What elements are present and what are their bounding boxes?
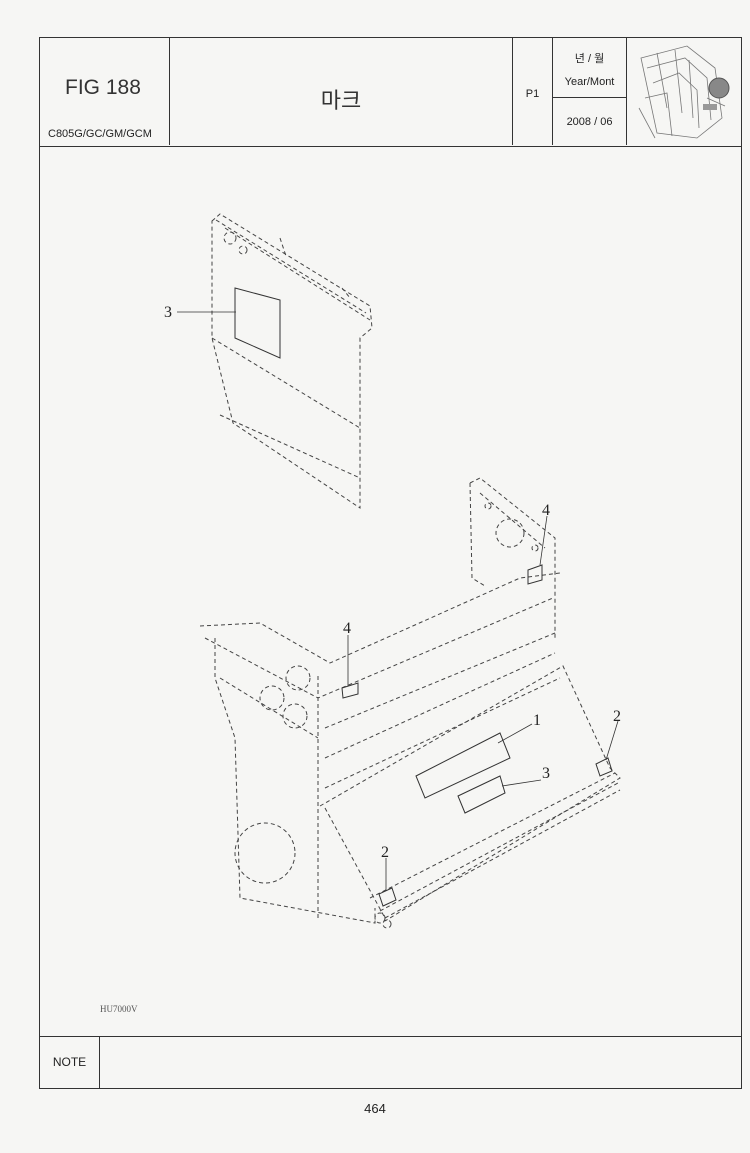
- callout-3-lower: 3: [542, 765, 550, 782]
- combine-harvester-thumbnail-icon: [638, 45, 730, 139]
- model-code: C805G/GC/GM/GCM: [48, 128, 152, 140]
- date-header: 년 / 월 Year/Mont: [553, 38, 626, 98]
- callout-2-right: 2: [613, 708, 621, 725]
- date-label-english: Year/Mont: [564, 76, 615, 88]
- page-number: 464: [364, 1101, 386, 1116]
- fig-cell: FIG 188 C805G/GC/GM/GCM: [40, 38, 170, 145]
- page-label: P1: [525, 88, 540, 100]
- callout-2-left: 2: [381, 844, 389, 861]
- title-cell: 마크: [170, 38, 513, 145]
- callout-4-right: 4: [542, 502, 550, 519]
- thumbnail-cell: [627, 38, 741, 145]
- parts-sheet: FIG 188 C805G/GC/GM/GCM 마크 P1 년 / 월 Year…: [39, 37, 742, 1089]
- note-label: NOTE: [40, 1037, 100, 1088]
- date-cell: 년 / 월 Year/Mont 2008 / 06: [553, 38, 627, 145]
- drawing-code: HU7000V: [100, 1004, 138, 1014]
- fig-number: FIG 188: [65, 76, 141, 99]
- callout-3-upper: 3: [164, 304, 172, 321]
- callout-1: 1: [533, 712, 541, 729]
- date-value: 2008 / 06: [566, 116, 613, 128]
- exploded-parts-drawing: 3 4 4 1 3 2 2: [164, 213, 621, 929]
- page-title: 마크: [320, 88, 362, 113]
- page-cell: P1: [513, 38, 553, 145]
- date-label-korean: 년 / 월: [574, 53, 605, 65]
- note-row: NOTE: [40, 1036, 741, 1088]
- callout-4-left: 4: [343, 620, 351, 637]
- sheet-header: FIG 188 C805G/GC/GM/GCM 마크 P1 년 / 월 Year…: [40, 38, 741, 147]
